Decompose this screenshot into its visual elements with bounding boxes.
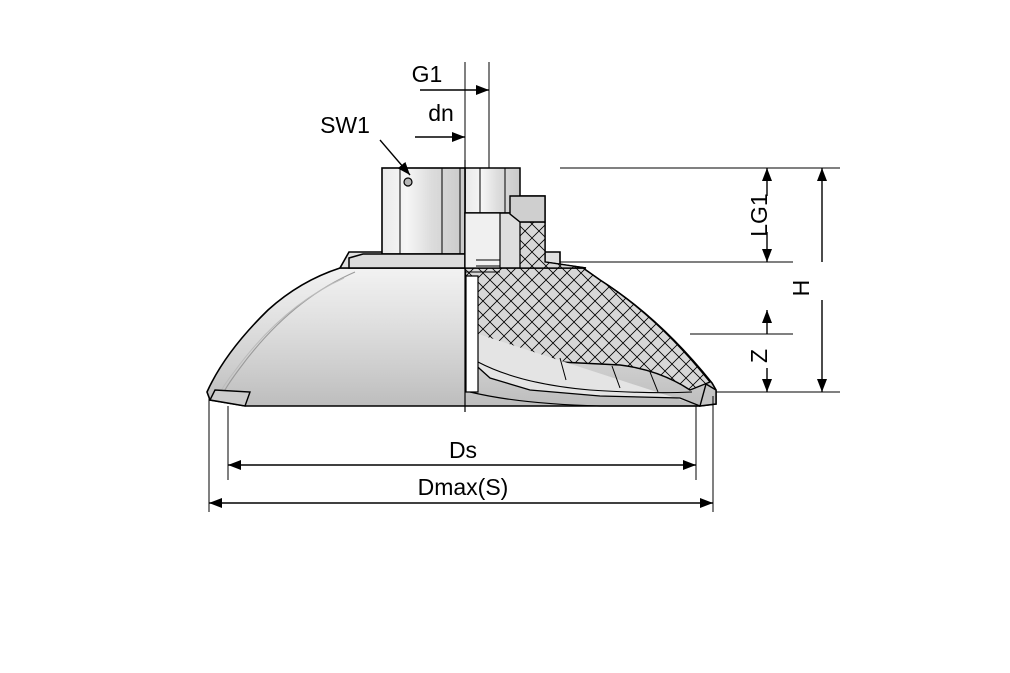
dimension-labels: G1 dn SW1 LG1 H Z Ds Dmax(S) — [320, 61, 814, 500]
cup-inner-cavity-2 — [477, 361, 693, 394]
label-sw1: SW1 — [320, 112, 370, 138]
sw1-leader — [379, 139, 411, 176]
side-port — [509, 195, 546, 223]
label-dmax: Dmax(S) — [418, 474, 509, 500]
nut-shoulder — [348, 253, 466, 269]
vacuum-channel — [465, 275, 479, 393]
label-ds: Ds — [449, 437, 477, 463]
cup-lip-left — [208, 389, 251, 407]
label-z: Z — [746, 349, 772, 363]
cup-inner-rib — [559, 357, 659, 393]
dimension-lines — [208, 62, 840, 512]
connector-bore — [464, 212, 501, 269]
label-g1: G1 — [412, 61, 443, 87]
hex-nut-body — [381, 167, 466, 255]
label-h: H — [788, 280, 814, 297]
cup-sealing-edge — [469, 391, 700, 407]
cup-section-hatch — [464, 267, 712, 391]
cup-lip-right — [699, 382, 717, 407]
suction-cup-geometry — [206, 160, 717, 412]
label-lg1: LG1 — [746, 193, 772, 236]
hex-nut-hole — [403, 177, 413, 187]
label-dn: dn — [428, 100, 454, 126]
